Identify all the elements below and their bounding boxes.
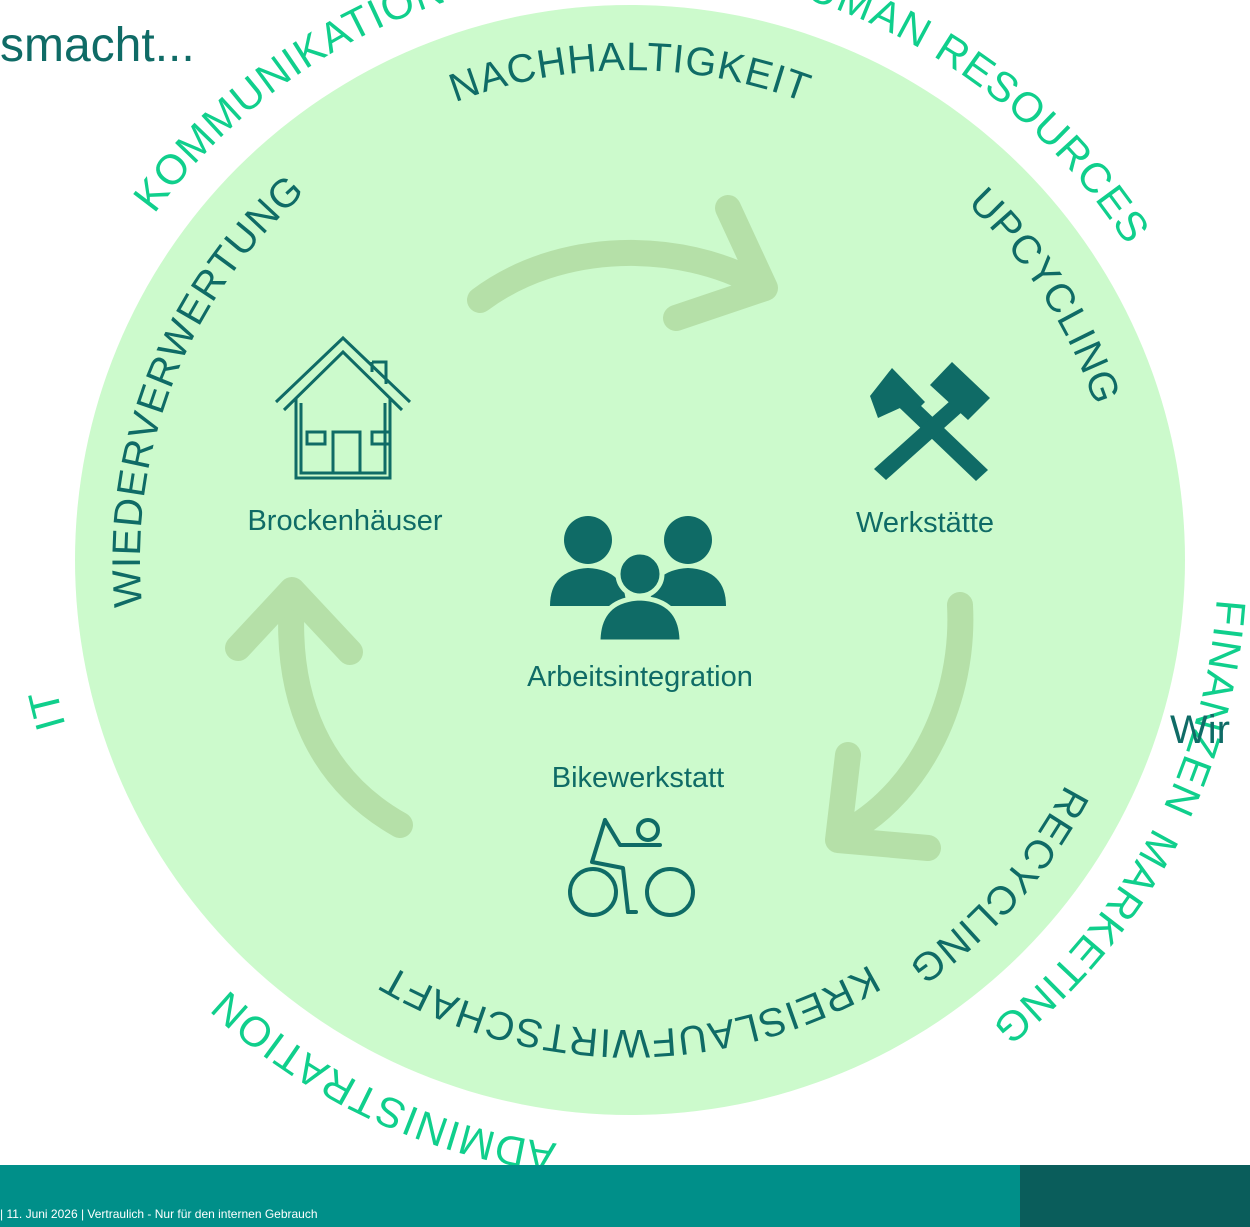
- arrow-left: [278, 587, 413, 838]
- arrow-top-head: [663, 195, 778, 331]
- cycle-arrows: [225, 195, 974, 861]
- node-label-arbeitsintegration: Arbeitsintegration: [527, 661, 753, 693]
- arrow-top: [467, 239, 773, 313]
- hammers-icon: [870, 362, 990, 481]
- footer-bar: | 11. Juni 2026 | Vertraulich - Nur für …: [0, 1165, 1250, 1227]
- node-label-werkstaette: Werkstätte: [856, 507, 994, 539]
- right-text-fragment: Wir: [1170, 708, 1230, 752]
- svg-text:IT: IT: [19, 685, 74, 736]
- people-group-icon: [550, 516, 726, 645]
- arrow-right-head: [825, 742, 941, 861]
- arrow-right: [837, 592, 974, 843]
- footer-text: | 11. Juni 2026 | Vertraulich - Nur für …: [0, 1207, 318, 1221]
- node-label-bikewerkstatt: Bikewerkstatt: [552, 762, 724, 794]
- arrow-left-head: [225, 577, 363, 665]
- outer-word-it: IT: [19, 685, 73, 736]
- page-title-fragment: smacht...: [0, 19, 195, 72]
- house-icon: [274, 335, 412, 480]
- footer-dark-block: [1020, 1165, 1250, 1227]
- cyclist-icon: [568, 818, 695, 917]
- node-label-brockenhaeuser: Brockenhäuser: [247, 505, 442, 537]
